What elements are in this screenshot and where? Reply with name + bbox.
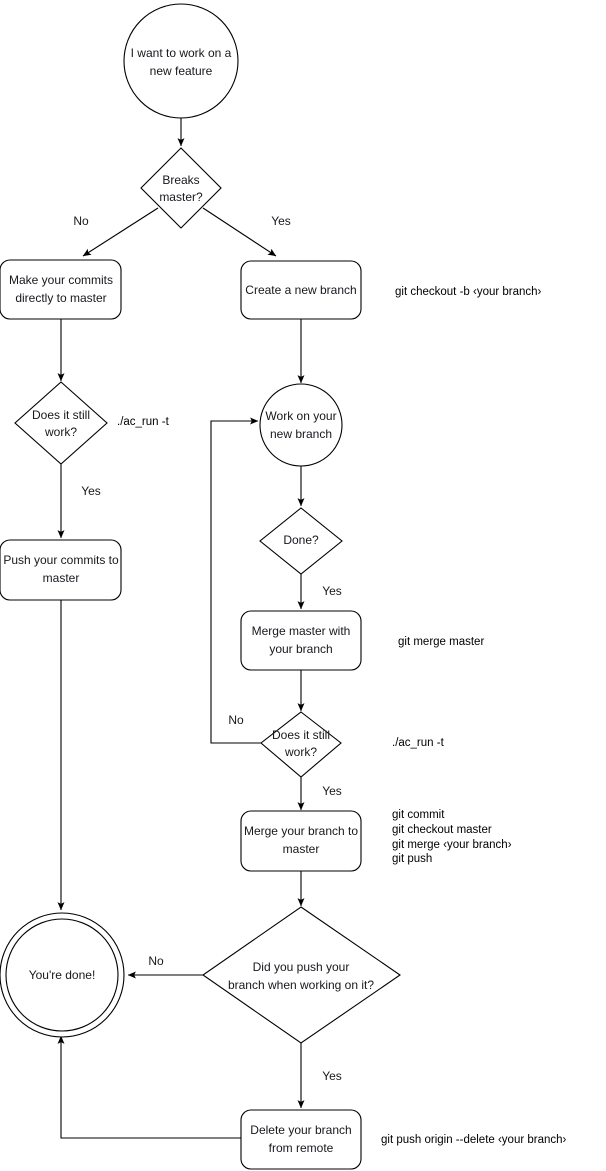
annotation-git-merge-your-branch: git merge ‹your branch› <box>392 839 512 851</box>
node-make-commits-label-2: directly to master <box>15 291 106 305</box>
node-breaks-master-label-2: master? <box>159 190 203 204</box>
edge-label-push-yes: Yes <box>322 1069 342 1083</box>
edge-label-breaks-no: No <box>73 214 89 228</box>
edge-doesitwork-right-no-loopback <box>210 417 261 744</box>
node-delete-branch-label-2: from remote <box>269 1141 334 1155</box>
node-merge-master-with-branch[interactable] <box>240 610 362 671</box>
node-does-it-work-right[interactable] <box>260 711 342 778</box>
node-did-you-push-label-2: branch when working on it? <box>228 978 374 992</box>
annotation-ac-run-right: ./ac_run -t <box>392 737 445 749</box>
node-does-it-work-left-label-2: work? <box>44 425 77 439</box>
node-did-you-push-label-1: Did you push your <box>253 960 350 974</box>
node-did-you-push[interactable] <box>202 906 401 1044</box>
annotation-git-push-origin-delete: git push origin --delete ‹your branch› <box>381 1134 567 1146</box>
node-done-question[interactable] <box>259 507 343 575</box>
node-delete-branch-label-1: Delete your branch <box>250 1123 351 1137</box>
node-merge-branch-label-1: Merge your branch to <box>244 824 358 838</box>
edge-label-left-work-yes: Yes <box>81 484 101 498</box>
node-breaks-master-label-1: Breaks <box>162 173 199 187</box>
node-push-commits[interactable] <box>0 539 122 601</box>
node-push-commits-label-1: Push your commits to <box>3 553 119 567</box>
node-start[interactable] <box>123 3 239 119</box>
node-youre-done-inner <box>5 918 119 1032</box>
node-does-it-work-right-label-2: work? <box>284 745 317 759</box>
annotation-ac-run-left: ./ac_run -t <box>117 416 170 428</box>
node-breaks-master[interactable] <box>140 147 222 229</box>
node-work-on-branch[interactable] <box>259 383 343 467</box>
node-youre-done-label: You're done! <box>29 968 96 982</box>
node-does-it-work-left[interactable] <box>14 381 108 465</box>
edge-deletebranch-to-done <box>57 1035 241 1139</box>
node-merge-master-label-1: Merge master with <box>252 624 351 638</box>
edge-breaks-no <box>82 207 159 257</box>
annotation-git-commit: git commit <box>392 809 445 821</box>
node-make-commits[interactable] <box>0 259 122 320</box>
edge-label-right-work-yes: Yes <box>322 784 342 798</box>
node-merge-branch-to-master[interactable] <box>240 810 362 872</box>
edge-label-push-no: No <box>148 954 164 968</box>
node-delete-branch[interactable] <box>240 1109 362 1170</box>
node-does-it-work-right-label-1: Does it still <box>272 728 330 742</box>
node-merge-master-label-2: your branch <box>269 642 332 656</box>
node-start-label-1: I want to work on a <box>131 46 232 60</box>
node-done-question-label: Done? <box>283 533 319 547</box>
node-create-branch-label: Create a new branch <box>245 283 356 297</box>
annotation-git-checkout-master: git checkout master <box>392 824 492 836</box>
annotation-git-push: git push <box>392 853 432 865</box>
edge-label-breaks-yes: Yes <box>271 214 291 228</box>
node-does-it-work-left-label-1: Does it still <box>32 408 90 422</box>
edge-label-right-work-no: No <box>228 713 244 727</box>
node-start-label-2: new feature <box>150 64 213 78</box>
node-work-on-branch-label-1: Work on your <box>265 409 336 423</box>
node-create-branch[interactable] <box>240 260 362 320</box>
edge-label-done-yes: Yes <box>322 584 342 598</box>
node-work-on-branch-label-2: new branch <box>270 427 332 441</box>
edge-breaks-yes <box>202 207 277 257</box>
node-make-commits-label-1: Make your commits <box>9 273 113 287</box>
annotation-git-checkout-b: git checkout -b ‹your branch› <box>395 286 542 298</box>
annotation-git-merge-master: git merge master <box>398 636 484 648</box>
node-merge-branch-label-2: master <box>283 842 320 856</box>
node-push-commits-label-2: master <box>43 571 80 585</box>
